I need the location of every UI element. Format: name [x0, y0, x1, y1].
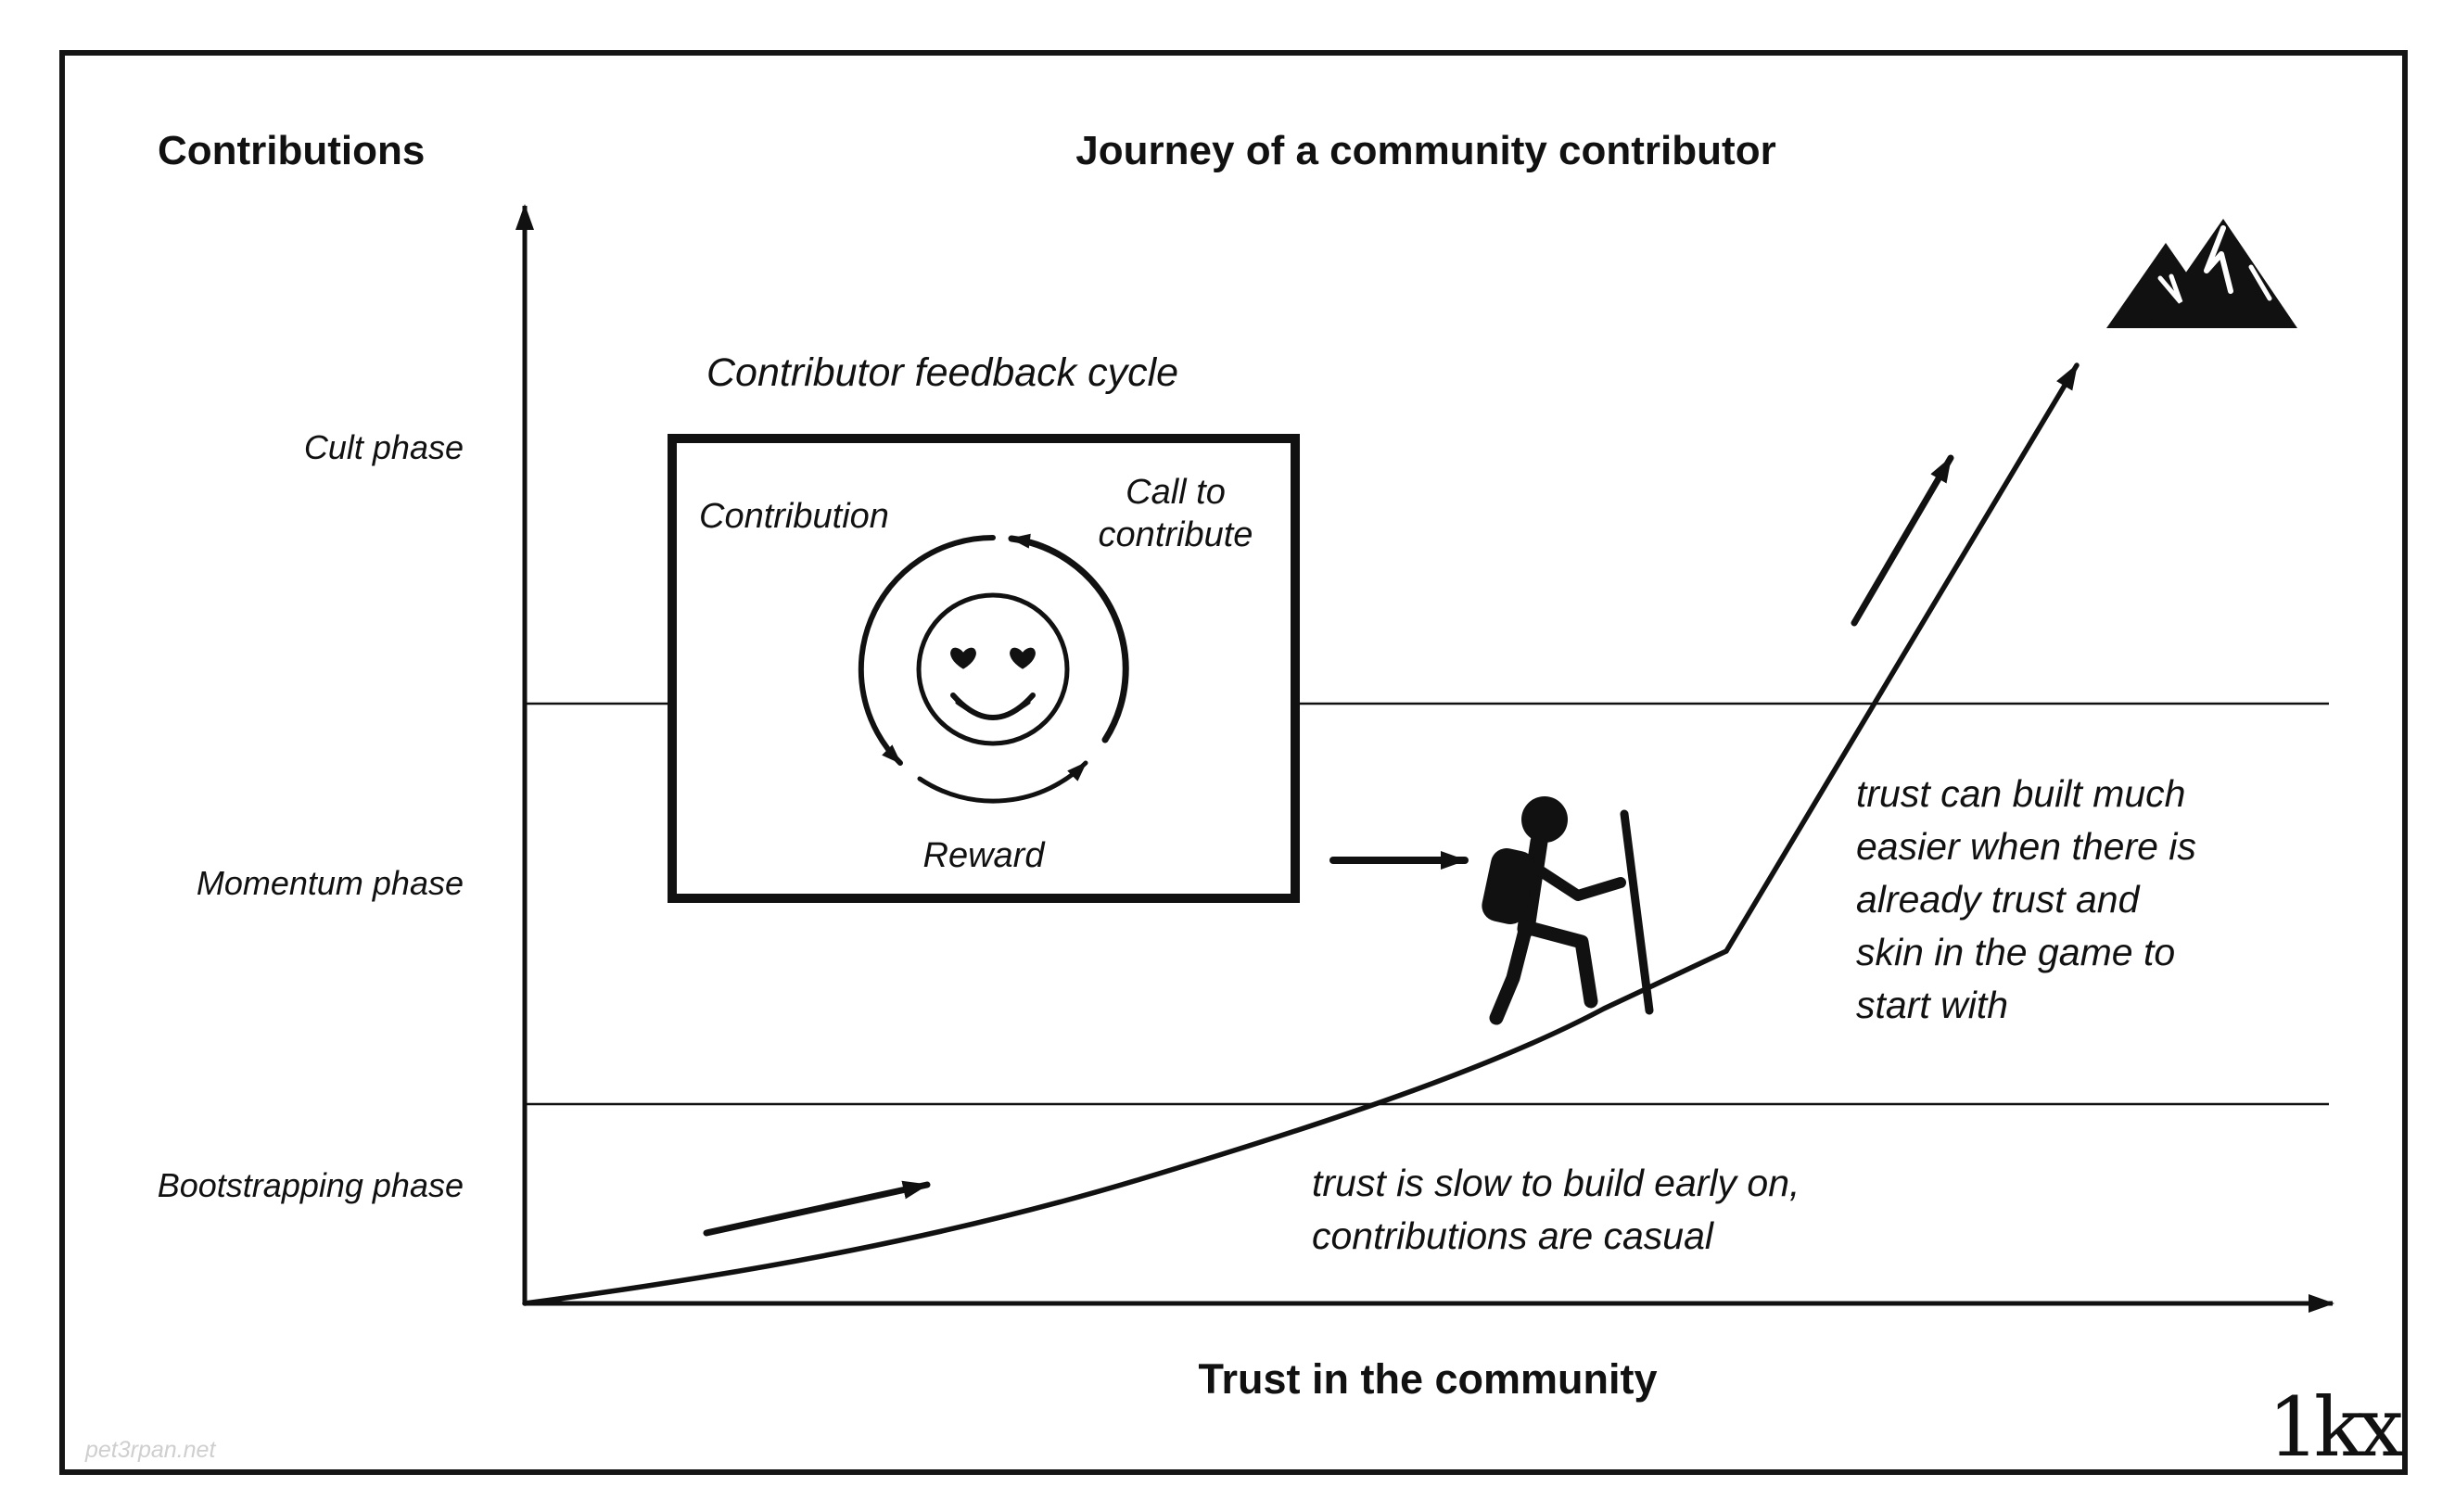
y-axis-label: Contributions: [158, 128, 426, 173]
hiker-icon: [1482, 796, 1654, 1025]
steep-trend-arrow: [1851, 454, 1954, 627]
reward-label: Reward: [922, 836, 1045, 875]
x-axis-label: Trust in the community: [1198, 1355, 1658, 1403]
contribution-label: Contribution: [699, 497, 889, 536]
watermark: pet3rpan.net: [85, 1437, 216, 1463]
phase-label-bootstrapping: Bootstrapping phase: [157, 1166, 464, 1204]
bootstrap-trend-arrow: [703, 1180, 931, 1237]
phase-label-cult: Cult phase: [303, 428, 464, 466]
smiley-face: [916, 592, 1070, 746]
journey-curve: [522, 362, 2080, 1306]
late-trust-annotation: trust can built much easier when there i…: [1856, 772, 2196, 1026]
phase-label-momentum: Momentum phase: [196, 864, 464, 902]
mountain-summit-icon: [2106, 219, 2297, 328]
feedback-cycle-box: Contribution Call to contribute Reward: [668, 434, 1300, 903]
chart-title: Journey of a community contributor: [1075, 128, 1776, 173]
brand-logo: 1kx: [2268, 1379, 2404, 1475]
call-to-contribute-label: Call to contribute: [1098, 473, 1253, 554]
feedback-cycle-heading: Contributor feedback cycle: [706, 350, 1179, 395]
outer-frame: [59, 50, 2408, 1475]
heart-eyes-smiley-icon: [858, 533, 1129, 804]
early-trust-annotation: trust is slow to build early on, contrib…: [1312, 1162, 1800, 1257]
cycle-arrows: [858, 533, 1129, 804]
